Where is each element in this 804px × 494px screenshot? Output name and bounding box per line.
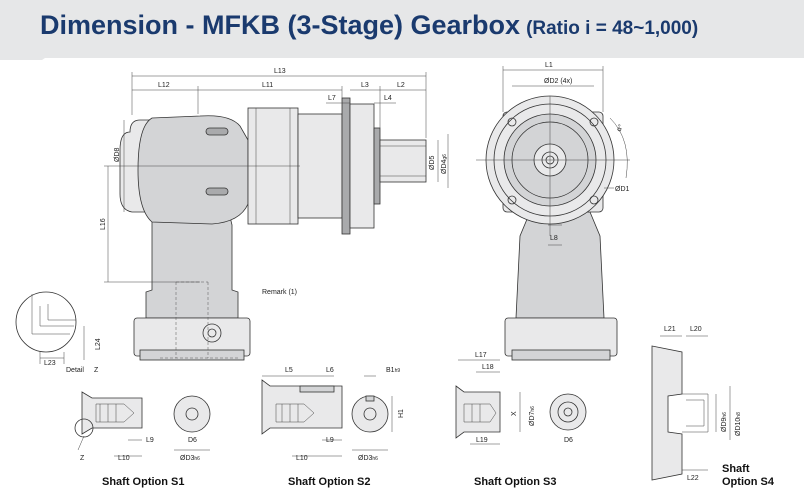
svg-text:ØD4g6: ØD4g6 (441, 154, 448, 174)
dim-s4-d10: ØD10 (735, 418, 742, 436)
dim-l7: L7 (328, 95, 336, 102)
detail-z-label: Z (94, 367, 99, 374)
dim-l3: L3 (361, 82, 369, 89)
dim-d8: ØD8 (114, 148, 121, 163)
svg-text:ØD9h6: ØD9h6 (721, 412, 728, 432)
shaft-option-s4: L21 L20 L22 ØD9h6 ØD10h8 Shaft Option S4 (651, 326, 775, 488)
dim-s3-l19: L19 (476, 437, 488, 444)
dim-d4-tolerance: g6 (442, 154, 448, 160)
dim-s2-d3: ØD3 (358, 455, 373, 462)
header-bar (0, 0, 804, 58)
dim-s2-b1: B1 (386, 367, 395, 374)
dim-s3-d7-tolerance: h6 (530, 406, 536, 412)
svg-text:ØD7h6: ØD7h6 (529, 406, 536, 426)
caption-s1: Shaft Option S1 (102, 476, 185, 488)
title-ratio: (Ratio i = 48~1,000) (526, 18, 699, 39)
title-main: Dimension - MFKB (3-Stage) Gearbox (40, 10, 521, 40)
dim-l2: L2 (397, 82, 405, 89)
dim-s3-d7: ØD7 (529, 412, 536, 427)
dim-s2-l9: L9 (326, 437, 334, 444)
dim-s4-l22: L22 (687, 475, 699, 482)
dim-d1: ØD1 (615, 186, 630, 193)
dim-s2-b1-tolerance: h9 (395, 368, 401, 374)
shaft-option-s2: L5 L6 L9 L10 B1h9 H1 ØD3h6 Shaft Option … (261, 367, 405, 488)
detail-label: Detail (66, 367, 84, 374)
page-title: Dimension - MFKB (3-Stage) Gearbox(Ratio… (40, 10, 698, 41)
dim-s4-d9: ØD9 (721, 418, 728, 433)
dim-s4-d9-tolerance: h6 (722, 412, 728, 418)
svg-text:B1h9: B1h9 (386, 367, 400, 374)
dim-s3-x: X (511, 411, 518, 416)
dim-l12: L12 (158, 82, 170, 89)
dim-d2: ØD2 (4x) (544, 78, 572, 85)
caption-s4-line1: Shaft (722, 463, 750, 475)
dim-s2-l5: L5 (285, 367, 293, 374)
svg-text:ØD3h6: ØD3h6 (180, 455, 200, 462)
dim-s3-l18: L18 (482, 364, 494, 371)
shaft-option-s3: L17 L18 L19 X ØD7h6 D6 Shaft Option S3 (455, 352, 587, 488)
dim-d4: ØD4 (441, 160, 448, 175)
caption-s2: Shaft Option S2 (288, 476, 371, 488)
dim-l23: L23 (44, 360, 56, 367)
dim-s1-d3: ØD3 (180, 455, 195, 462)
dim-s1-d3-tolerance: h6 (194, 456, 200, 462)
caption-s3: Shaft Option S3 (474, 476, 557, 488)
dim-s2-h1: H1 (398, 409, 405, 418)
dim-s4-l20: L20 (690, 326, 702, 333)
dim-alpha: α° (615, 123, 625, 133)
gearbox-side-view: L13 L12 L11 L3 L2 L7 L4 ØD8 ØD5 ØD4g6 L1… (100, 68, 449, 361)
dim-s2-d3-tolerance: h6 (372, 456, 378, 462)
dim-s1-l9: L9 (146, 437, 154, 444)
remark-label: Remark (1) (262, 289, 297, 296)
dim-s2-l6: L6 (326, 367, 334, 374)
dim-s2-l10: L10 (296, 455, 308, 462)
dim-l24: L24 (95, 338, 102, 350)
detail-z: L23 L24 Detail Z (15, 291, 102, 374)
dim-s3-l17: L17 (475, 352, 487, 359)
s1-z-label: Z (80, 455, 85, 462)
dim-s4-d10-tolerance: h8 (736, 412, 742, 418)
dim-s1-d6: D6 (188, 437, 197, 444)
dim-l13: L13 (274, 68, 286, 75)
header-tab (0, 48, 60, 60)
shaft-option-s1: Z L9 L10 D6 ØD3h6 Shaft Option S1 (74, 391, 211, 488)
dim-l16: L16 (100, 218, 107, 230)
dim-s3-d6: D6 (564, 437, 573, 444)
dim-l4: L4 (384, 95, 392, 102)
dim-l1: L1 (545, 62, 553, 69)
dim-l8: L8 (550, 235, 558, 242)
svg-text:ØD10h8: ØD10h8 (735, 412, 742, 436)
dim-d5: ØD5 (429, 156, 436, 171)
gearbox-front-view: L1 ØD2 (4x) α° ØD1 L8 (476, 62, 630, 361)
dim-l11: L11 (262, 82, 273, 89)
caption-s4-line2: Option S4 (722, 476, 775, 488)
svg-text:ØD3h6: ØD3h6 (358, 455, 378, 462)
dim-s1-l10: L10 (118, 455, 130, 462)
dim-s4-l21: L21 (664, 326, 676, 333)
